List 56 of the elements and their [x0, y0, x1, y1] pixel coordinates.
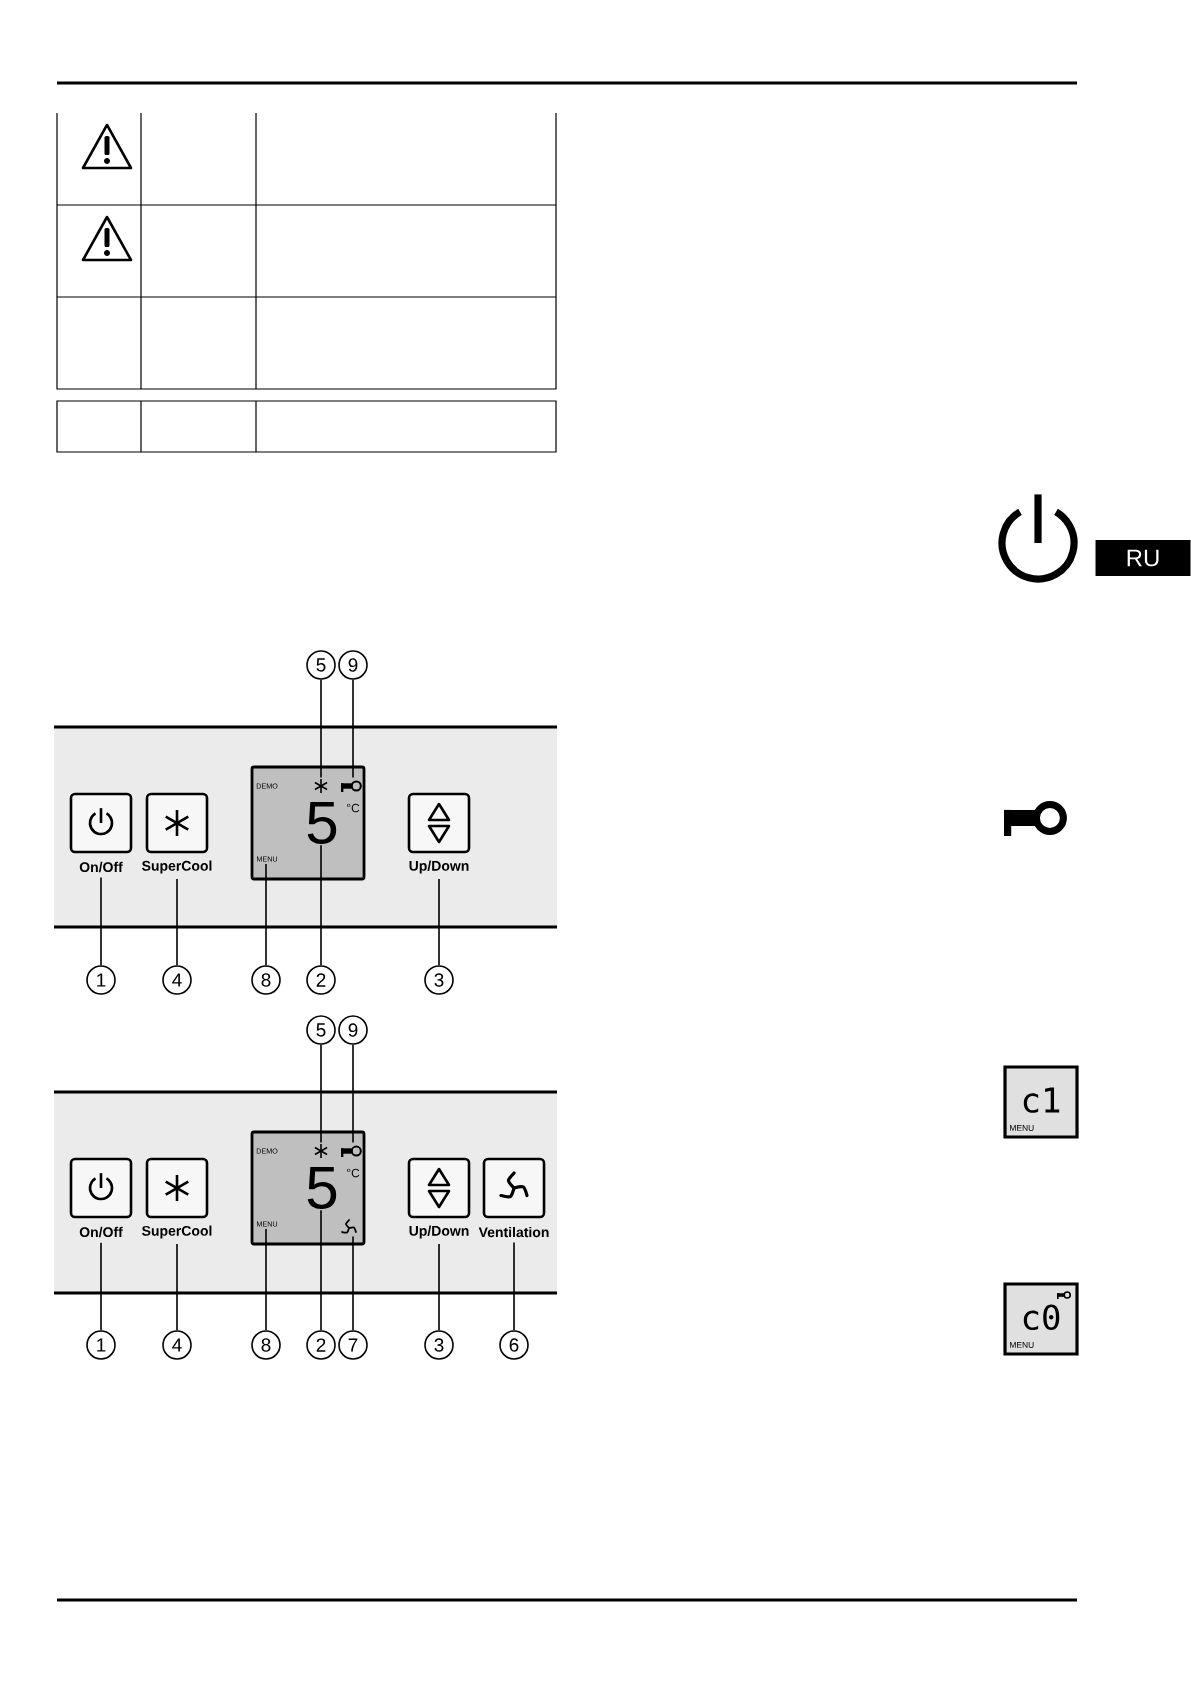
snowflake-icon: [314, 778, 328, 794]
callout-number: 1: [86, 1330, 116, 1360]
key-icon: [341, 780, 362, 792]
node-label: Ventilation: [478, 1226, 549, 1238]
callout-number: 5: [306, 650, 336, 680]
leader-line: [352, 1235, 354, 1331]
node-label: SuperCool: [142, 1225, 212, 1239]
snowflake-icon: [314, 1143, 328, 1159]
fan-icon: [341, 1219, 357, 1234]
node-label: On/Off: [79, 1226, 123, 1238]
callout-number: 2: [306, 965, 336, 995]
button: Up/Down: [407, 792, 471, 874]
leader-line: [265, 863, 267, 966]
lcd-digit: 5: [307, 1167, 337, 1209]
node-label: SuperCool: [142, 860, 212, 874]
node-label: On/Off: [79, 861, 123, 873]
lcd-display: c1 MENU: [1003, 1065, 1079, 1139]
node-label: Up/Down: [409, 1225, 469, 1239]
callout-number: 8: [251, 965, 281, 995]
callout-number: 9: [338, 1015, 368, 1045]
leader-line: [320, 1209, 322, 1331]
node-label: Up/Down: [409, 860, 469, 874]
leader-line: [176, 1243, 178, 1331]
leader-line: [352, 1044, 354, 1144]
leader-line: [320, 679, 322, 779]
callout-number: 4: [162, 1330, 192, 1360]
lcd-display: c0 MENU: [1003, 1282, 1079, 1356]
leader-line: [513, 1241, 515, 1331]
callout-number: 7: [338, 1330, 368, 1360]
callout-number: 6: [499, 1330, 529, 1360]
callout-number: 5: [306, 1015, 336, 1045]
button: SuperCool: [142, 792, 212, 874]
button: On/Off: [69, 792, 133, 873]
leader-line: [100, 876, 102, 966]
leader-line: [100, 1241, 102, 1331]
callout-number: 9: [338, 650, 368, 680]
button: Up/Down: [407, 1157, 471, 1239]
key-icon: [341, 1145, 362, 1157]
leader-line: [320, 1044, 322, 1144]
callout-number: 1: [86, 965, 116, 995]
leader-line: [320, 844, 322, 966]
lcd-digit: 5: [307, 802, 337, 844]
language-tab: RU: [1095, 540, 1191, 576]
callout-number: 3: [424, 1330, 454, 1360]
leader-line: [265, 1228, 267, 1331]
callout-number: 4: [162, 965, 192, 995]
leader-line: [438, 1243, 440, 1331]
button: SuperCool: [142, 1157, 212, 1239]
leader-line: [352, 679, 354, 779]
leader-line: [176, 878, 178, 966]
callout-number: 2: [306, 1330, 336, 1360]
button: On/Off: [69, 1157, 133, 1238]
leader-line: [438, 878, 440, 966]
button: Ventilation: [478, 1157, 549, 1238]
callout-number: 8: [251, 1330, 281, 1360]
callout-number: 3: [424, 965, 454, 995]
